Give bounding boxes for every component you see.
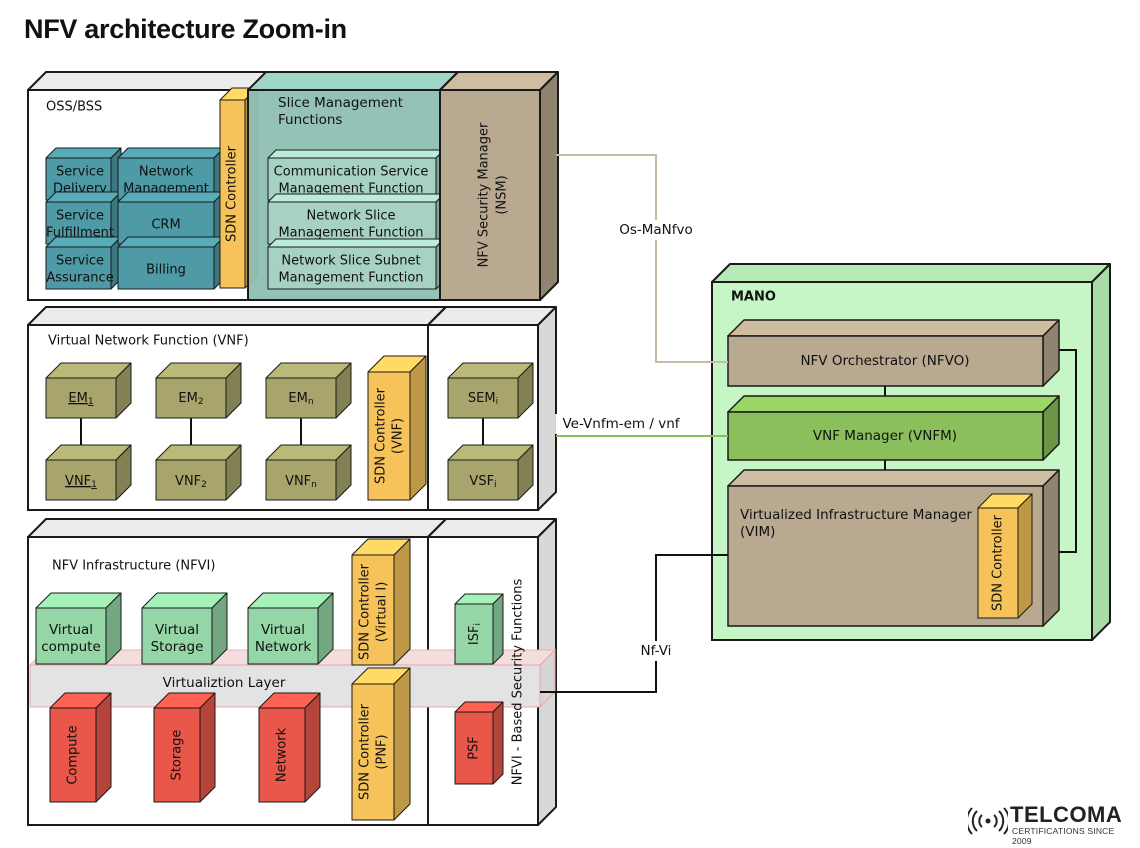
vnfm-label: VNF Manager (VNFM) (813, 428, 957, 444)
virtual-box-3 (247, 592, 334, 665)
network-management-line1: Network (139, 165, 194, 180)
vnf-label-1: VNF1 (65, 474, 97, 490)
em-label-2: EM2 (178, 391, 203, 407)
ve-vnfm-label-bg (555, 414, 687, 434)
virtual-box-2-line1: Virtual (155, 622, 199, 638)
nf-vi-label: Nf-Vi (641, 643, 672, 659)
sdn-pnf-controller-box (351, 667, 411, 821)
os-manfvo-label: Os-MaNfvo (619, 222, 693, 238)
slice-management-label-line1: Slice Management (278, 95, 403, 111)
oss-sdn-controller-label: SDN Controller (225, 145, 240, 242)
service-assurance-line2: Assurance (46, 271, 113, 286)
nfvo-label: NFV Orchestrator (NFVO) (800, 353, 969, 369)
sdn-virtual-line1: SDN Controller (358, 563, 373, 660)
page-title: NFV architecture Zoom-in (24, 14, 347, 44)
brand-tagline: CERTIFICATIONS SINCE 2009 (1012, 826, 1115, 846)
virtual-box-3-line2: Network (255, 639, 312, 655)
nssmf-line2: Management Function (278, 271, 423, 286)
isf-label: ISFi (467, 623, 483, 645)
sdn-pnf-line2: (PNF) (375, 734, 390, 769)
vsf-box (447, 444, 534, 501)
vnf-box-3 (265, 444, 352, 501)
virtual-box-2-line2: Storage (151, 639, 204, 655)
vim-label-line1: Virtualized Infrastructure Manager (740, 507, 972, 523)
service-assurance-line1: Service (56, 254, 104, 269)
physical-box-2 (153, 692, 216, 803)
vnf-label-3: VNFn (285, 474, 317, 490)
em-box-1 (45, 362, 132, 419)
vim-sdn-controller-box (977, 493, 1033, 619)
nsmf-box (267, 193, 445, 245)
em-label-3: EMn (288, 391, 313, 407)
csmf-line1: Communication Service (274, 165, 429, 180)
vnf-box-1 (45, 444, 132, 501)
slice-management-label-line2: Functions (278, 112, 342, 128)
psf-box (454, 701, 504, 785)
os-manfvo-label-bg (616, 220, 696, 240)
billing-label: Billing (146, 263, 186, 278)
virtual-box-3-line1: Virtual (261, 622, 305, 638)
virtualization-layer-label: Virtualiztion Layer (163, 675, 286, 691)
service-delivery-line1: Service (56, 165, 104, 180)
ve-vnfm-label: Ve-Vnfm-em / vnf (562, 416, 680, 432)
oss-bss-label: OSS/BSS (46, 100, 102, 115)
brand-name: TELCOMA (1010, 802, 1123, 827)
csmf-line2: Management Function (278, 182, 423, 197)
sdn-virtual-controller-box (351, 538, 411, 666)
nsmf-line2: Management Function (278, 226, 423, 241)
sem-box (447, 362, 534, 419)
em-box-2 (155, 362, 242, 419)
vnf-sdn-controller-line2: (VNF) (391, 418, 406, 454)
physical-box-2-label: Storage (170, 730, 185, 781)
vnfm-box (727, 395, 1060, 461)
telcoma-logo: TELCOMA CERTIFICATIONS SINCE 2009 (968, 802, 1128, 846)
vnf-sdn-controller-box (367, 355, 427, 501)
em-label-1: EM1 (68, 391, 93, 407)
virtual-box-1-line2: compute (41, 639, 101, 655)
nssmf-line1: Network Slice Subnet (281, 254, 420, 269)
physical-box-1 (49, 692, 112, 803)
vnf-label-2: VNF2 (175, 474, 207, 490)
nfvo-box (727, 319, 1060, 387)
csmf-box (267, 149, 445, 201)
virtual-box-2 (141, 592, 228, 665)
physical-box-3 (258, 692, 321, 803)
os-manfvo-connector (556, 154, 728, 363)
service-fulfillment-line1: Service (56, 209, 104, 224)
sdn-pnf-line1: SDN Controller (358, 703, 373, 800)
wifi-signal-icon (968, 807, 1008, 835)
nsm-label-line2: (NSM) (495, 175, 510, 214)
nfvi-panel-label: NFV Infrastructure (NFVI) (52, 559, 215, 574)
virtual-box-1 (35, 592, 122, 665)
crm-label: CRM (151, 218, 180, 233)
nsmf-line1: Network Slice (306, 209, 395, 224)
vnf-panel-label: Virtual Network Function (VNF) (48, 334, 249, 349)
isf-box (454, 593, 504, 665)
virtual-box-1-line1: Virtual (49, 622, 93, 638)
nf-vi-label-bg (632, 641, 680, 661)
physical-box-3-label: Network (275, 727, 290, 782)
psf-label: PSF (467, 736, 482, 760)
sdn-virtual-line2: (Virtual I) (375, 582, 390, 643)
vnf-sdn-controller-line1: SDN Controller (374, 387, 389, 484)
sem-label: SEMi (468, 391, 498, 407)
vim-sdn-controller-label: SDN Controller (991, 514, 1006, 611)
nfvi-security-functions-label: NFVI - Based Security Functions (511, 579, 526, 786)
em-box-3 (265, 362, 352, 419)
mano-label: MANO (731, 290, 776, 305)
nf-vi-connector (540, 554, 728, 693)
vnf-box-2 (155, 444, 242, 501)
physical-box-1-label: Compute (66, 725, 81, 784)
nsm-label-line1: NFV Security Manager (477, 122, 492, 267)
vsf-label: VSFi (469, 474, 496, 490)
nfv-security-manager-box (439, 71, 559, 301)
vim-label-line2: (VIM) (740, 524, 775, 540)
